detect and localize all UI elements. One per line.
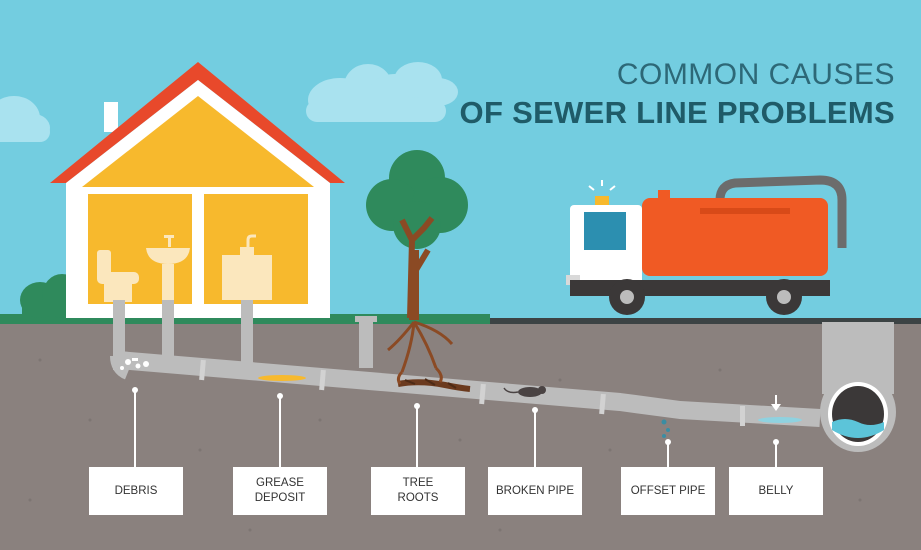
road [490, 318, 921, 324]
connector-dots [132, 387, 779, 445]
truck-icon [566, 175, 847, 315]
label-offset-pipe: OFFSET PIPE [621, 467, 715, 515]
sink-icon [146, 235, 190, 302]
label-broken-pipe-text: BROKEN PIPE [496, 484, 574, 497]
water-drop-icon [661, 419, 670, 438]
rat-icon [503, 386, 546, 397]
cloud-icon [306, 62, 458, 122]
label-debris-text: DEBRIS [114, 484, 158, 497]
cloud-icon [0, 96, 50, 142]
belly-water [758, 417, 802, 423]
sink-icon [222, 234, 272, 300]
debris-icon [120, 358, 149, 370]
label-broken-pipe: BROKEN PIPE [488, 467, 582, 515]
grease-deposit-icon [258, 375, 306, 381]
sewer-pipe [117, 351, 821, 427]
label-belly: BELLY [729, 467, 823, 515]
label-connectors [134, 392, 777, 467]
manhole-icon [820, 322, 896, 452]
drain-pipes [113, 300, 377, 370]
label-debris: DEBRIS [89, 467, 183, 515]
page-title-line-2: OF SEWER LINE PROBLEMS [459, 95, 895, 130]
roots-icon [397, 378, 471, 392]
ground-texture [28, 358, 862, 532]
label-belly-text: BELLY [758, 484, 794, 497]
arrow-down-icon [771, 395, 781, 411]
page-title-line-1: COMMON CAUSES [616, 58, 895, 91]
label-offset-pipe-text: OFFSET PIPE [630, 484, 706, 497]
tree-icon [366, 150, 468, 385]
toilet-icon [97, 250, 139, 302]
pipe-joints [199, 359, 745, 426]
